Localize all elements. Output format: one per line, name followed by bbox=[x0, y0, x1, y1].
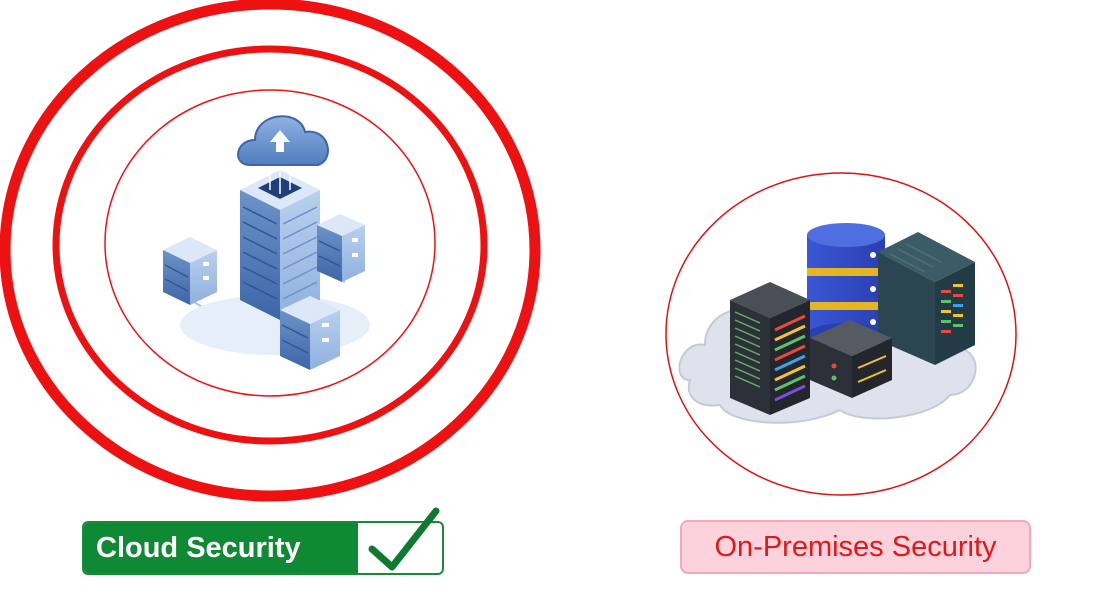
outer-ring bbox=[0, 0, 541, 502]
cloud-security-badge: Cloud Security bbox=[82, 507, 444, 575]
on-premises-security-label: On-Premises Security bbox=[680, 520, 1031, 574]
on-premises-ring bbox=[665, 172, 1017, 496]
on-premises-servers-icon bbox=[678, 223, 977, 424]
inner-ring bbox=[104, 89, 436, 397]
cloud-security-label: Cloud Security bbox=[84, 523, 358, 573]
checkmark-icon bbox=[358, 507, 442, 573]
cloud-security-rings bbox=[0, 0, 541, 502]
cloud-server-rack-icon bbox=[163, 115, 370, 370]
middle-ring bbox=[52, 45, 488, 445]
